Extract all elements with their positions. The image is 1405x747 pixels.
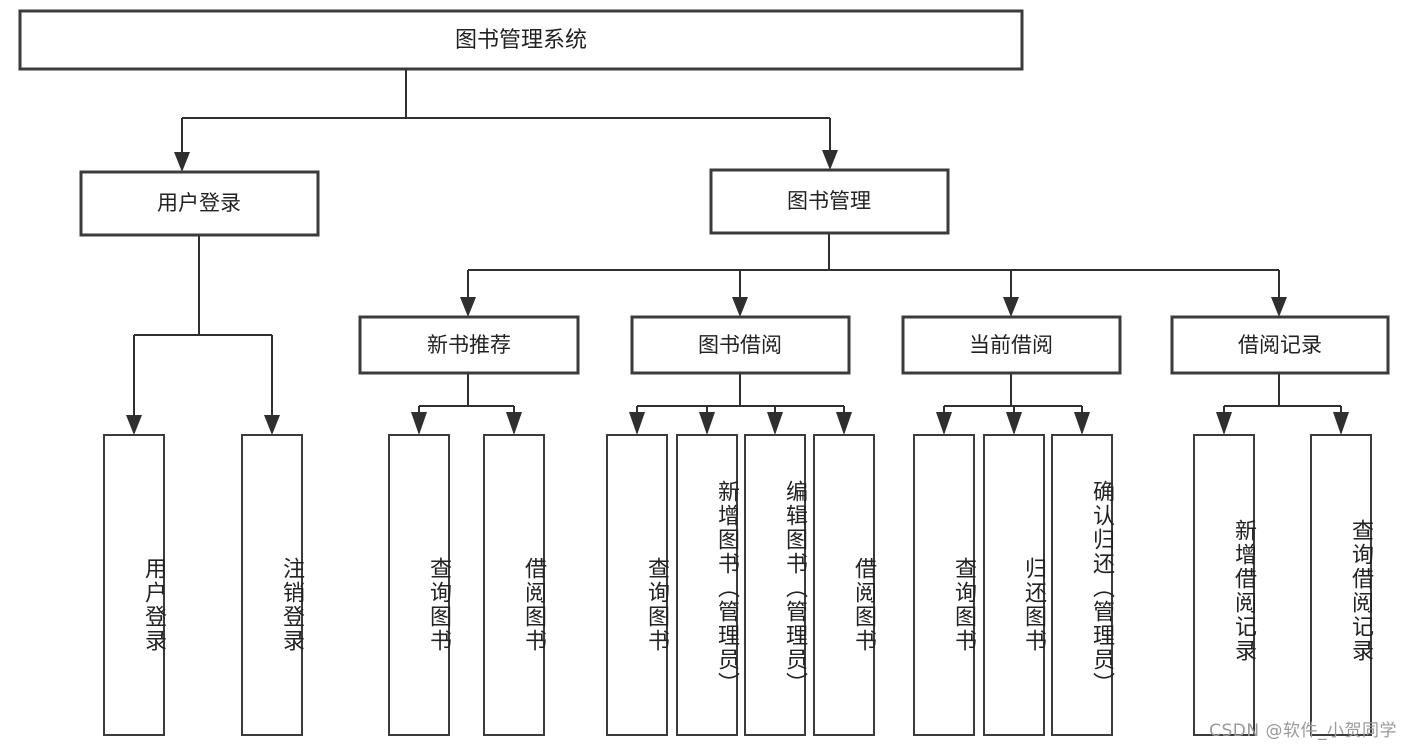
node-leaf-borrow-book-2-box[interactable] — [812, 433, 876, 737]
node-leaf-query-book-2-box[interactable] — [605, 433, 669, 737]
node-book-manage[interactable]: 图书管理 — [709, 168, 950, 235]
node-new-book-recommend-box[interactable] — [358, 315, 580, 375]
node-book-borrow-box[interactable] — [630, 315, 851, 375]
arrow-head-book-manage — [822, 150, 838, 170]
arrow-head-current-borrow — [1003, 297, 1019, 317]
node-leaf-return-book-box[interactable] — [982, 433, 1046, 737]
node-root[interactable]: 图书管理系统 — [18, 9, 1024, 71]
arrow-head-leaf-query-book-3 — [936, 412, 952, 435]
arrow-head-leaf-borrow-book-2 — [836, 412, 852, 435]
node-user-login-label: 用户登录 — [157, 191, 241, 215]
node-root-box[interactable] — [18, 9, 1024, 71]
node-user-login-box[interactable] — [79, 170, 320, 237]
node-borrow-record[interactable]: 借阅记录 — [1170, 315, 1390, 375]
arrow-head-leaf-edit-book — [767, 412, 783, 435]
node-borrow-record-box[interactable] — [1170, 315, 1390, 375]
node-book-manage-label: 图书管理 — [787, 189, 871, 213]
arrow-head-book-borrow — [732, 297, 748, 317]
node-leaf-query-record-box[interactable] — [1309, 433, 1373, 737]
arrow-head-leaf-query-book-2 — [629, 412, 645, 435]
arrow-head-borrow-record — [1271, 297, 1287, 317]
node-book-borrow[interactable]: 图书借阅 — [630, 315, 851, 375]
node-book-borrow-label: 图书借阅 — [698, 333, 782, 357]
node-current-borrow[interactable]: 当前借阅 — [901, 315, 1122, 375]
arrow-head-new-book-recommend — [460, 297, 476, 317]
node-root-label: 图书管理系统 — [455, 28, 587, 53]
node-leaf-confirm-return-box[interactable] — [1050, 433, 1114, 737]
arrow-head-leaf-add-book — [699, 412, 715, 435]
node-leaf-user-login-box[interactable] — [102, 433, 166, 737]
node-leaf-edit-book-box[interactable] — [743, 433, 807, 737]
csdn-watermark: CSDN @软件_小贺同学 — [1209, 721, 1397, 741]
connector-layer — [126, 69, 1349, 435]
node-leaf-add-record-box[interactable] — [1192, 433, 1256, 737]
node-borrow-record-label: 借阅记录 — [1238, 333, 1322, 357]
node-current-borrow-label: 当前借阅 — [969, 333, 1053, 357]
node-current-borrow-box[interactable] — [901, 315, 1122, 375]
node-book-manage-box[interactable] — [709, 168, 950, 235]
node-user-login[interactable]: 用户登录 — [79, 170, 320, 237]
arrow-head-leaf-add-record — [1216, 412, 1232, 435]
node-new-book-recommend[interactable]: 新书推荐 — [358, 315, 580, 375]
arrow-head-leaf-query-record — [1333, 412, 1349, 435]
node-new-book-recommend-label: 新书推荐 — [427, 333, 511, 357]
arrow-head-leaf-borrow-book-1 — [506, 412, 522, 435]
node-leaf-query-book-1-box[interactable] — [387, 433, 451, 737]
arrow-head-leaf-logout-login — [264, 415, 280, 435]
node-layer: 图书管理系统 用户登录 图书管理 新书推荐 图书借阅 当前 — [18, 9, 1390, 737]
node-leaf-query-book-3-box[interactable] — [912, 433, 976, 737]
node-leaf-add-book-box[interactable] — [675, 433, 739, 737]
arrow-head-leaf-return-book — [1006, 412, 1022, 435]
arrow-head-user-login — [174, 152, 190, 172]
arrow-head-leaf-user-login — [126, 415, 142, 435]
arrow-head-leaf-confirm-return — [1074, 412, 1090, 435]
node-leaf-borrow-book-1-box[interactable] — [482, 433, 546, 737]
arrow-head-leaf-query-book-1 — [411, 412, 427, 435]
node-leaf-logout-login-box[interactable] — [240, 433, 304, 737]
